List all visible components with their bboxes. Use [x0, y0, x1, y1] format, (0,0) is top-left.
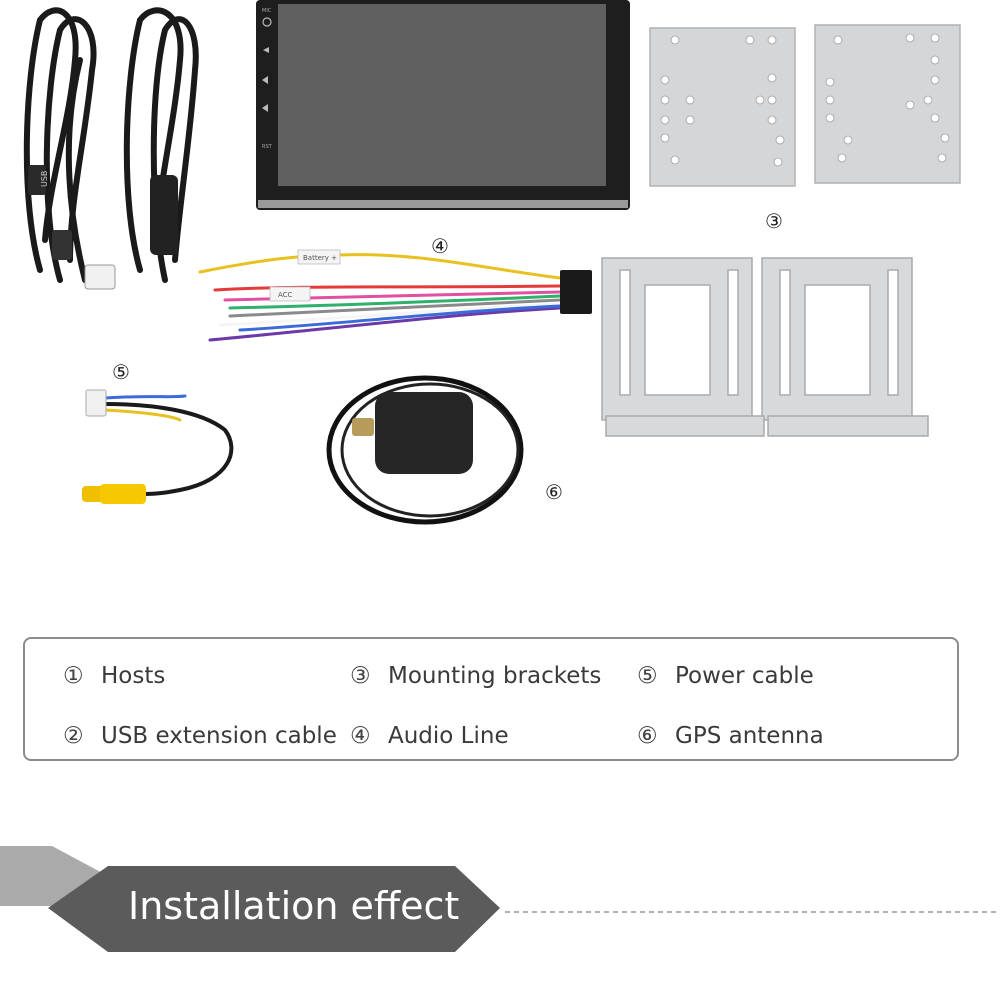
legend-item-hosts: ① Hosts: [63, 663, 165, 689]
usb-plug: [150, 175, 178, 255]
product-photo: USB MIC RST: [23, 0, 961, 525]
legend-item-usb-extension-cable: ② USB extension cable: [63, 723, 337, 749]
callout-4: ④: [431, 234, 449, 258]
legend-number: ⑥: [637, 723, 658, 749]
legend-box: ① Hosts ② USB extension cable ③ Mounting br…: [23, 637, 959, 761]
legend-label: Mounting brackets: [388, 663, 602, 689]
usb-tag: USB: [40, 171, 49, 187]
legend-number: ④: [350, 723, 371, 749]
battery-tag: [297, 249, 341, 265]
rca-plug: [82, 484, 146, 504]
callout-5: ⑤: [112, 360, 130, 384]
battery-tag-text: Battery +: [303, 254, 337, 262]
power-cable: [103, 394, 234, 496]
legend-label: Power cable: [675, 663, 814, 689]
legend-item-power-cable: ⑤ Power cable: [637, 663, 814, 689]
legend-number: ③: [350, 663, 371, 689]
power-connector: [85, 389, 107, 417]
section-banner-shape: [0, 846, 1000, 952]
audio-line-harness: [198, 253, 562, 342]
legend-number: ②: [63, 723, 84, 749]
mounting-bracket: [649, 24, 961, 187]
legend-label: Audio Line: [388, 723, 509, 749]
legend-label: Hosts: [101, 663, 166, 689]
connector: [52, 230, 72, 260]
legend-label: USB extension cable: [101, 723, 337, 749]
usb-extension-cable: [23, 7, 199, 283]
connector: [84, 264, 116, 290]
gps-antenna: [326, 375, 524, 525]
callout-3: ③: [765, 209, 783, 233]
acc-tag: [269, 286, 311, 302]
legend-number: ①: [63, 663, 84, 689]
acc-tag-text: ACC: [278, 291, 293, 299]
usb-plug: [28, 165, 46, 195]
legend-item-audio-line: ④ Audio Line: [350, 723, 509, 749]
legend-item-mounting-brackets: ③ Mounting brackets: [350, 663, 601, 689]
harness-connector: [560, 270, 592, 314]
legend-item-gps-antenna: ⑥ GPS antenna: [637, 723, 824, 749]
callout-6: ⑥: [545, 480, 563, 504]
legend-number: ⑤: [637, 663, 658, 689]
mounting-frame: [601, 257, 929, 437]
section-title: Installation effect: [128, 884, 460, 928]
legend-label: GPS antenna: [675, 723, 824, 749]
head-unit: MIC RST: [256, 0, 630, 210]
svg-text:MIC: MIC: [262, 8, 272, 14]
svg-text:RST: RST: [262, 144, 273, 150]
